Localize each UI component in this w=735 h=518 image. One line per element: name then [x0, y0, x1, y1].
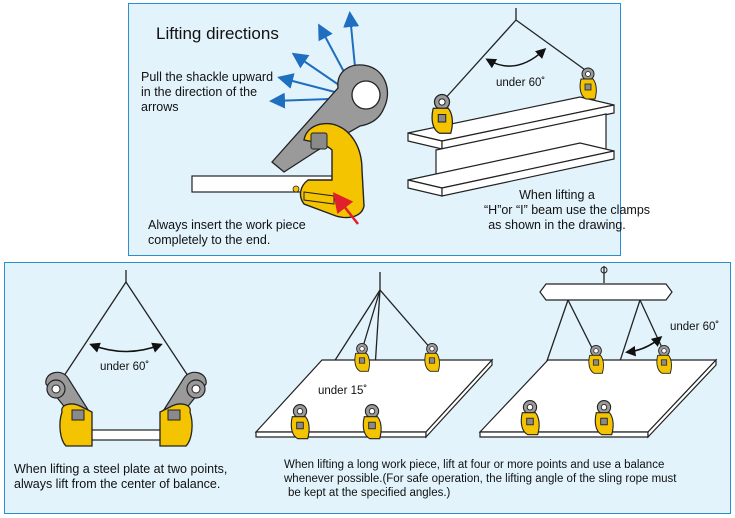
two-point-angle-label: under 60˚: [100, 361, 150, 373]
beam-note: When lifting a “H”or “I” beam use the cl…: [484, 188, 651, 233]
insert-note: Always insert the work piece completely …: [148, 218, 306, 248]
two-point-note-line-2: always lift from the center of balance.: [14, 477, 221, 491]
long-piece-note-line-2: whenever possible.(For safe operation, t…: [284, 473, 677, 485]
balance-angle-label: under 60˚: [670, 321, 720, 333]
two-point-lifting-diagram: [45, 270, 207, 447]
shackle-direction-diagram: [191, 11, 389, 225]
long-piece-note-line-1: When lifting a long work piece, lift at …: [284, 459, 665, 471]
shackle-note: Pull the shackle upward in the direction…: [141, 70, 273, 115]
beam-note-line-2: “H”or “I” beam use the clamps: [484, 203, 651, 217]
beam-angle-label: under 60˚: [496, 77, 546, 89]
balance-beam-lifting-diagram: [478, 266, 718, 439]
two-point-note: When lifting a steel plate at two points…: [14, 462, 227, 492]
two-point-note-line-1: When lifting a steel plate at two points…: [14, 462, 228, 476]
lifting-directions-title: Lifting directions: [156, 24, 279, 43]
four-point-lifting-diagram: [254, 272, 494, 440]
shackle-note-line-1: Pull the shackle upward: [141, 70, 274, 84]
beam-lifting-diagram: [407, 8, 615, 197]
beam-note-line-3: as shown in the drawing.: [488, 218, 626, 232]
beam-note-line-1: When lifting a: [519, 188, 595, 202]
shackle-note-line-2: in the direction of the: [141, 85, 258, 99]
long-piece-note: When lifting a long work piece, lift at …: [284, 458, 677, 500]
long-piece-note-line-3: be kept at the specified angles.): [288, 487, 451, 499]
insert-note-line-1: Always insert the work piece: [148, 218, 306, 232]
shackle-note-line-3: arrows: [141, 100, 179, 114]
four-point-angle-label: under 15˚: [318, 385, 368, 397]
insert-note-line-2: completely to the end.: [148, 233, 271, 247]
